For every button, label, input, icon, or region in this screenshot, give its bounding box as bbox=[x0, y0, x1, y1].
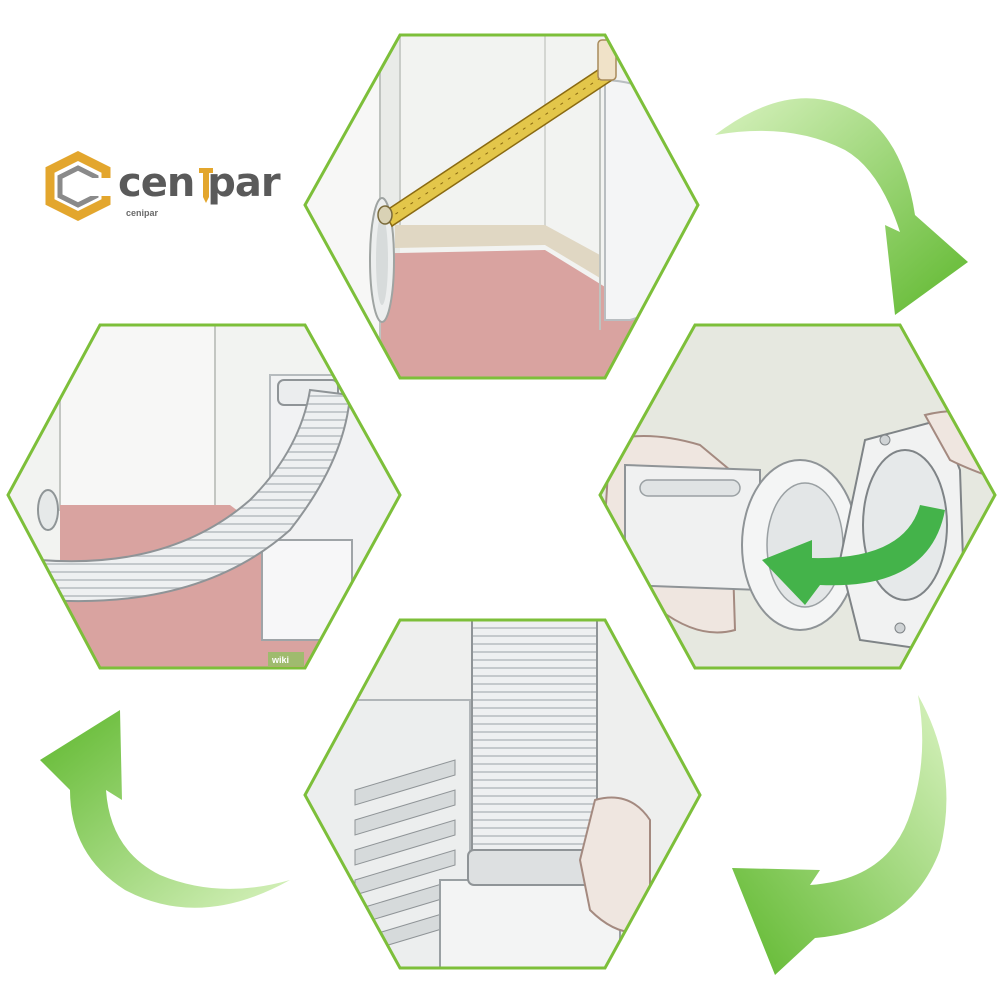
cycle-arrow-icon-3 bbox=[40, 710, 290, 908]
hex-border-left bbox=[6, 323, 402, 670]
step-attach-hose-panel: wiki bbox=[6, 323, 402, 670]
hex-border-top bbox=[303, 33, 700, 380]
step-measure-panel bbox=[303, 33, 700, 380]
dryer-vents bbox=[354, 759, 456, 956]
duct-hose-icon-vertical bbox=[471, 620, 598, 861]
logo-screw-icon bbox=[199, 168, 213, 203]
step-connect-flange-panel bbox=[598, 323, 997, 670]
hex-logo-icon bbox=[45, 150, 114, 222]
brand-logo: cen par cenipar bbox=[44, 150, 284, 230]
cycle-arrow-icon-1 bbox=[715, 98, 968, 316]
step-vertical-hose-panel bbox=[303, 618, 702, 970]
cycle-arrow-icon-2 bbox=[732, 695, 947, 975]
logo-subtext: cenipar bbox=[126, 208, 159, 218]
hex-border-right bbox=[598, 323, 997, 670]
hex-border-bottom bbox=[303, 618, 702, 970]
watermark-wiki: wiki bbox=[271, 655, 289, 665]
twist-arrow-icon bbox=[762, 505, 945, 605]
logo-wordmark: cen par bbox=[118, 160, 281, 206]
